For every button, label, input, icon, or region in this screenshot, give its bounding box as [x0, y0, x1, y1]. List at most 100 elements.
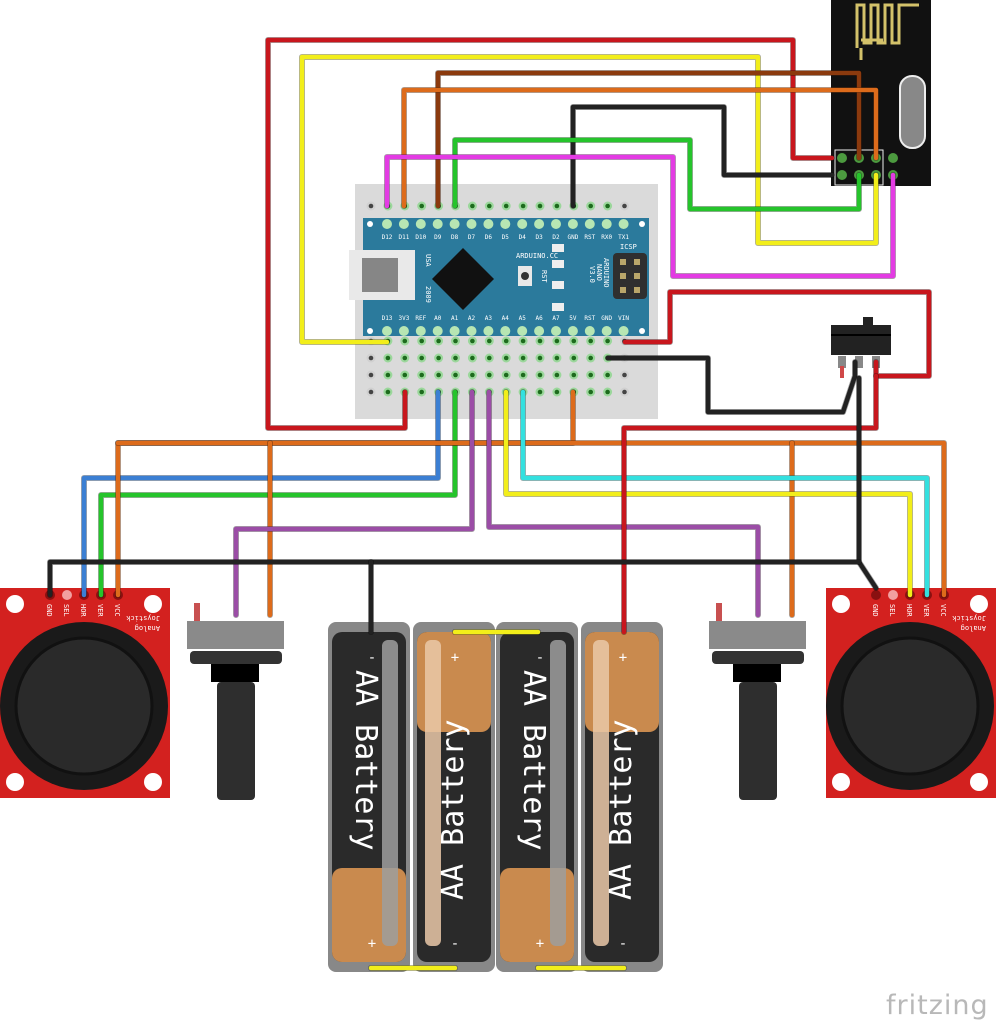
nano-pin-bottom[interactable]	[567, 326, 578, 336]
battery-terminal: +	[451, 650, 459, 666]
fritzing-watermark: fritzing	[886, 990, 989, 1021]
radio-pin[interactable]	[837, 153, 847, 163]
mount-hole	[144, 773, 162, 791]
aa-battery[interactable]: AA Battery+-	[413, 622, 495, 972]
wire-orange[interactable]	[115, 440, 947, 598]
pin-label-a3: A3	[485, 315, 493, 322]
nano-pin-top[interactable]	[398, 219, 409, 229]
mount-hole	[6, 595, 24, 613]
pin-label-d5: D5	[502, 234, 510, 241]
pin-label-gnd: GND	[567, 234, 578, 241]
pot-shaft[interactable]	[739, 682, 777, 800]
nano-pin-top[interactable]	[415, 219, 426, 229]
nano-pin-bottom[interactable]	[517, 326, 528, 336]
nano-pin-top[interactable]	[618, 219, 629, 229]
nano-pin-bottom[interactable]	[534, 326, 545, 336]
pot-body	[187, 621, 284, 649]
mount-hole	[6, 773, 24, 791]
nano-pin-top[interactable]	[449, 219, 460, 229]
nano-pin-bottom[interactable]	[584, 326, 595, 336]
wire-orange[interactable]	[401, 87, 879, 209]
nano-pin-top[interactable]	[483, 219, 494, 229]
model-label-1: ARDUINO	[602, 258, 610, 288]
aa-battery[interactable]: AA Battery+-	[581, 622, 663, 972]
pin-label-d2: D2	[552, 234, 560, 241]
pot-pin[interactable]	[194, 603, 200, 621]
joystick-pin-sel[interactable]	[888, 590, 898, 600]
pin-label-d3: D3	[535, 234, 543, 241]
joystick-pin-label: VCC	[939, 604, 947, 617]
nano-pin-bottom[interactable]	[618, 326, 629, 336]
icsp-label: ICSP	[620, 243, 637, 251]
potentiometer-right[interactable]	[709, 603, 806, 800]
nano-pin-bottom[interactable]	[382, 326, 392, 336]
joystick-title: Joystick	[951, 614, 986, 622]
wire-black[interactable]	[605, 355, 858, 415]
pot-pin[interactable]	[716, 603, 722, 621]
nano-pin-top[interactable]	[500, 219, 511, 229]
wire-blue[interactable]	[81, 389, 441, 598]
pin-label-tx1: TX1	[618, 234, 629, 241]
nano-pin-bottom[interactable]	[449, 326, 460, 336]
mount-hole	[832, 773, 850, 791]
rst-button-label: RST	[540, 270, 548, 283]
nano-pin-top[interactable]	[534, 219, 545, 229]
nano-pin-top[interactable]	[517, 219, 528, 229]
potentiometer-left[interactable]	[187, 603, 284, 800]
pot-body	[709, 621, 806, 649]
wire-yellow[interactable]	[503, 389, 913, 598]
pin-label-d10: D10	[415, 234, 426, 241]
pin-label-a7: A7	[552, 315, 560, 322]
nano-pin-top[interactable]	[567, 219, 578, 229]
pin-label-d12: D12	[382, 234, 393, 241]
pot-collar	[211, 664, 259, 682]
radio-pin[interactable]	[837, 170, 847, 180]
joystick-pin-sel[interactable]	[62, 590, 72, 600]
battery-highlight	[425, 640, 441, 946]
joystick-pin-label: VER	[922, 604, 930, 617]
joystick-knob[interactable]	[840, 636, 980, 776]
pin-label-vin: VIN	[618, 315, 629, 322]
nano-pin-bottom[interactable]	[483, 326, 494, 336]
wire-black[interactable]	[47, 559, 862, 598]
battery-highlight	[382, 640, 398, 946]
nano-pin-bottom[interactable]	[601, 326, 612, 336]
wire-green[interactable]	[452, 137, 862, 212]
wire-red[interactable]	[621, 373, 879, 635]
nano-pin-top[interactable]	[466, 219, 477, 229]
reset-button[interactable]	[521, 272, 529, 280]
radio-pin[interactable]	[888, 153, 898, 163]
nano-pin-top[interactable]	[432, 219, 443, 229]
nano-pin-bottom[interactable]	[415, 326, 426, 336]
nano-pin-top[interactable]	[601, 219, 612, 229]
slide-switch[interactable]	[831, 317, 891, 378]
nano-pin-bottom[interactable]	[466, 326, 477, 336]
pot-shaft[interactable]	[217, 682, 255, 800]
nano-pin-top[interactable]	[551, 219, 561, 229]
wire-red[interactable]	[265, 37, 835, 431]
arduino-nano[interactable]: ARDUINO.CC ICSP USA 2009 ARDUINO NANO V3…	[349, 218, 649, 336]
wire-brown[interactable]	[435, 70, 862, 209]
nano-pin-bottom[interactable]	[432, 326, 443, 336]
nano-pin-bottom[interactable]	[551, 326, 561, 336]
joystick-knob[interactable]	[14, 636, 154, 776]
usa-label: USA	[424, 254, 432, 267]
nrf24-radio-module[interactable]	[831, 0, 931, 186]
aa-battery[interactable]: AA Battery-+	[328, 622, 410, 972]
battery-highlight	[550, 640, 566, 946]
nano-pin-bottom[interactable]	[500, 326, 511, 336]
wire-yellow[interactable]	[299, 54, 879, 345]
wire-purple[interactable]	[233, 389, 475, 618]
nano-pin-top[interactable]	[382, 219, 392, 229]
battery-label: AA Battery	[348, 670, 383, 851]
joystick-title: Analog	[135, 624, 160, 632]
nano-pin-bottom[interactable]	[398, 326, 409, 336]
joystick-pin-gnd[interactable]	[871, 590, 881, 600]
wire-cyan[interactable]	[520, 389, 930, 598]
nano-pin-top[interactable]	[584, 219, 595, 229]
aa-battery[interactable]: AA Battery-+	[496, 622, 578, 972]
wire-pink[interactable]	[384, 154, 896, 279]
